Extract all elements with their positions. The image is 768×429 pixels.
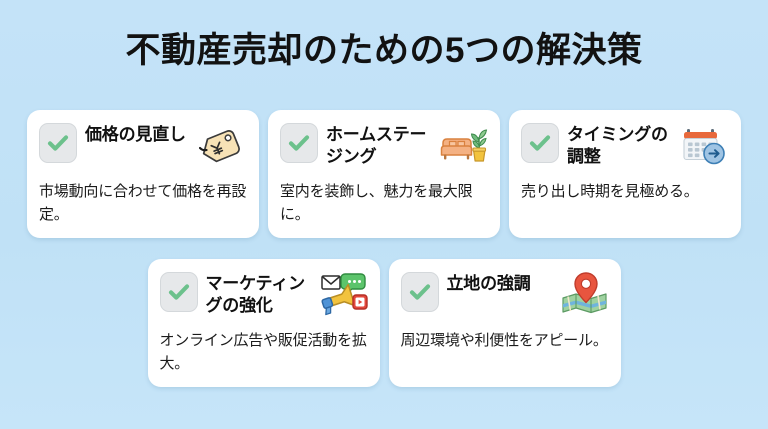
checkbox-checked-icon[interactable] bbox=[280, 123, 318, 163]
checkbox-checked-icon[interactable] bbox=[39, 123, 77, 163]
card-title: ホームステージング bbox=[326, 125, 427, 166]
card-title: マーケティングの強化 bbox=[205, 274, 306, 315]
card-title: 立地の強調 bbox=[446, 274, 531, 293]
card-row-bottom: マーケティングの強化 bbox=[0, 259, 768, 387]
card-timing-adjustment[interactable]: タイミングの調整 bbox=[509, 110, 741, 238]
megaphone-media-icon bbox=[320, 270, 368, 316]
card-title: 価格の見直し bbox=[85, 125, 186, 144]
card-description: 周辺環境や利便性をアピール。 bbox=[400, 332, 608, 349]
page-title: 不動産売却のための5つの解決策 bbox=[125, 31, 643, 70]
card-location-emphasis[interactable]: 立地の強調 bbox=[388, 259, 621, 387]
card-header: マーケティングの強化 bbox=[159, 270, 368, 320]
card-marketing-boost[interactable]: マーケティングの強化 bbox=[147, 259, 380, 387]
card-description: 市場動向に合わせて価格を再設定。 bbox=[39, 183, 247, 223]
map-pin-icon bbox=[561, 270, 609, 316]
card-description: 室内を装飾し、魅力を最大限に。 bbox=[280, 183, 473, 223]
card-header: 立地の強調 bbox=[400, 270, 609, 320]
sofa-plant-icon bbox=[440, 121, 488, 167]
card-header: 価格の見直し bbox=[39, 123, 247, 171]
card-home-staging[interactable]: ホームステージング bbox=[268, 110, 500, 238]
card-description: 売り出し時期を見極める。 bbox=[521, 183, 699, 200]
card-header: ホームステージング bbox=[280, 123, 488, 171]
card-price-review[interactable]: 価格の見直し bbox=[27, 110, 259, 238]
calendar-arrow-icon bbox=[681, 121, 729, 167]
card-header: タイミングの調整 bbox=[521, 123, 729, 171]
card-description: オンライン広告や販促活動を拡大。 bbox=[159, 332, 367, 372]
card-title: タイミングの調整 bbox=[567, 125, 668, 166]
checkbox-checked-icon[interactable] bbox=[521, 123, 559, 163]
checkbox-checked-icon[interactable] bbox=[159, 272, 198, 312]
checkbox-checked-icon[interactable] bbox=[400, 272, 439, 312]
card-row-top: 価格の見直し bbox=[0, 110, 768, 238]
price-tag-icon bbox=[199, 121, 247, 167]
